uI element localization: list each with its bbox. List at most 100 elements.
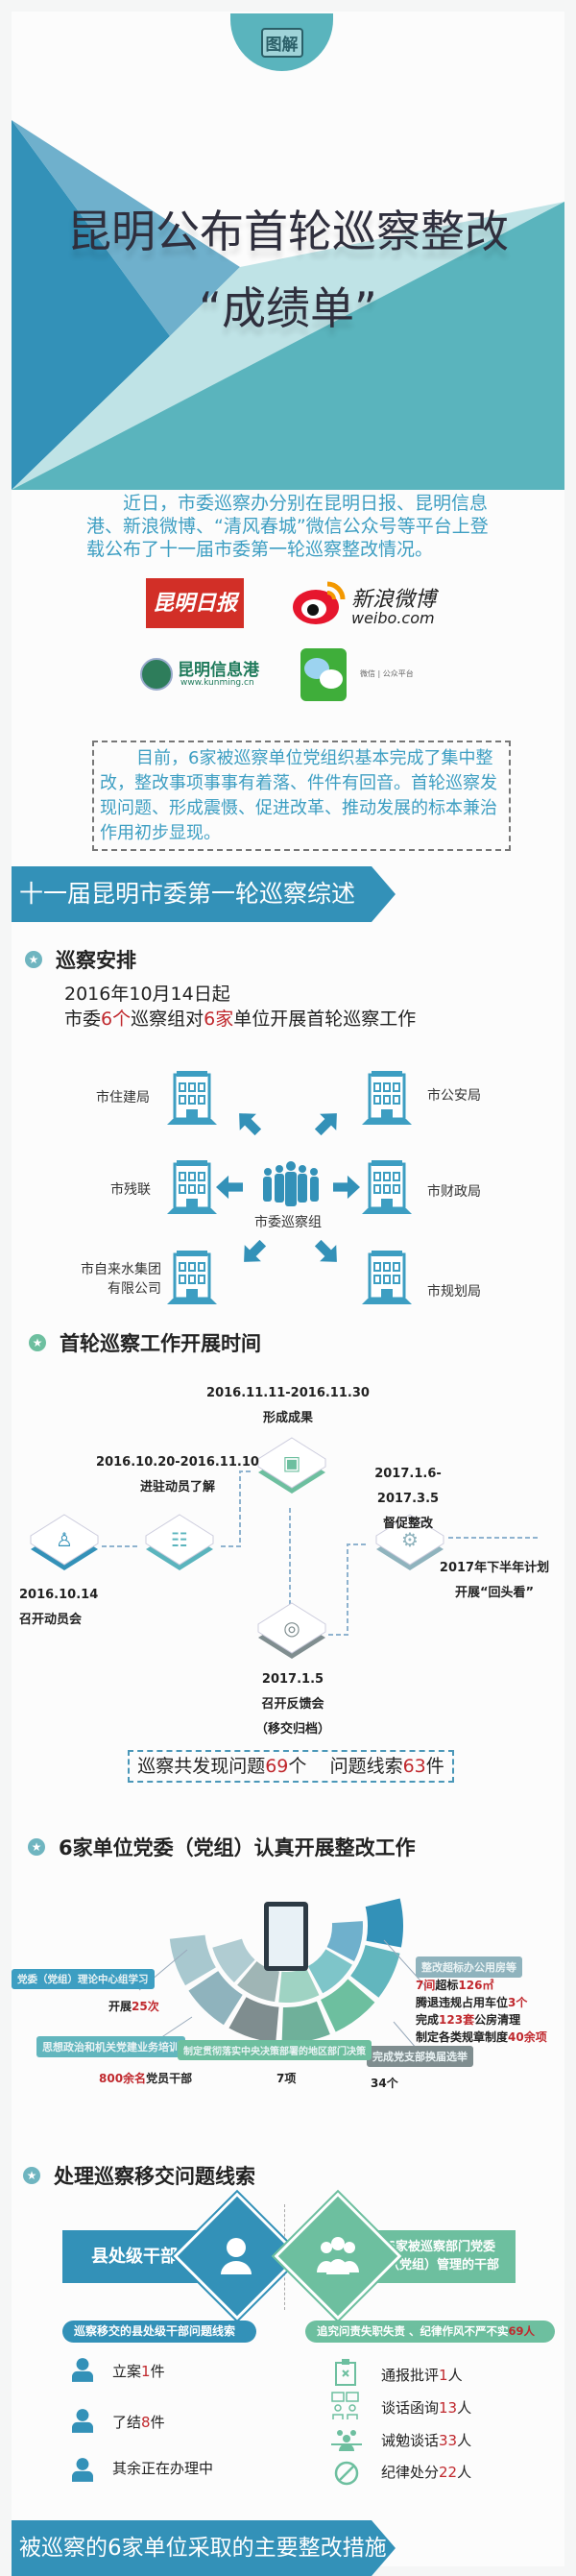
study-label: 党委（党组）理论中心组学习 [12, 1969, 155, 1989]
arrangement-line: 市委6个巡察组对6家单位开展首轮巡察工作 [64, 1009, 417, 1030]
fan-segment [228, 1997, 279, 2043]
section-banner-overview: 十一届昆明市委第一轮巡察综述 [12, 866, 396, 922]
housing-label: 整改超标办公用房等 [416, 1956, 522, 1978]
weibo-name: 新浪微博 [351, 588, 437, 612]
accountability-item: 诫勉谈话33人 [381, 2432, 472, 2449]
timeline-connectors [102, 1470, 538, 1636]
hero-graphic [12, 120, 564, 490]
decisions-count: 7项 [276, 2072, 297, 2085]
accountability-item: 通报批评1人 [381, 2367, 463, 2384]
kunming-daily-logo: 昆明日报 [146, 578, 244, 628]
fan-segment [169, 1934, 216, 1986]
inspection-team-label: 市委巡察组 [254, 1215, 322, 1230]
fan-segment [350, 1945, 400, 1998]
target-icon: ◎ [283, 1616, 300, 1640]
unit-label: 市财政局 [427, 1184, 481, 1200]
decisions-label: 制定贯彻落实中央决策部署的地区部门决策 [178, 2040, 372, 2060]
training-label: 思想政治和机关党建业务培训 [36, 2036, 185, 2057]
gear-icon: ⚙ [401, 1528, 419, 1551]
user-icon [72, 2408, 93, 2433]
clue-item: 立案1件 [112, 2363, 165, 2380]
heading-rectify: ★6家单位党委（党组）认真开展整改工作 [28, 1833, 416, 1861]
weibo-logo [291, 574, 348, 632]
checklist-tablet-icon [264, 1902, 308, 1971]
timeline-step-6: 2017年下半年计划开展“回头看” [439, 1561, 550, 1600]
timeline-node: ◎ [256, 1601, 327, 1672]
prohibit-icon [334, 2461, 359, 2486]
person-icon: ♙ [56, 1528, 73, 1551]
weibo-icon [293, 581, 346, 624]
training-count: 800余名党员干部 [99, 2072, 193, 2085]
building-icon [360, 1071, 414, 1129]
person-icon [221, 2238, 252, 2274]
building-icon [360, 1160, 414, 1218]
heading-timeline: ★首轮巡察工作开展时间 [29, 1328, 261, 1357]
intro-text: 近日，市委巡察办分别在昆明日报、昆明信息港、新浪微博、“清风春城”微信公众号等平… [86, 493, 489, 560]
unit-label: 市残联 [110, 1182, 151, 1198]
section-banner-measures: 被巡察的6家单位采取的主要整改措施 [12, 2520, 396, 2576]
housing-stats: 7间超标126㎡ 腾退违规占用车位3个 完成123套公房清理 制定各类规章制度4… [416, 1979, 547, 2044]
county-clues-pill: 巡察移交的县处级干部问题线索 [62, 2321, 256, 2343]
fan-segment [365, 1898, 403, 1948]
timeline-node: ⚙ [374, 1513, 445, 1584]
timeline-node: ♙ [29, 1513, 100, 1584]
heading-arrangement: ★巡察安排 [25, 945, 136, 974]
wechat-icon [300, 648, 347, 701]
accountability-pill: 追究问责失职失责 、纪律作风不严不实69人 [305, 2321, 555, 2343]
accountability-item: 纪律处分22人 [381, 2464, 472, 2481]
building-icon [165, 1071, 219, 1129]
talk-icon [331, 2392, 359, 2419]
study-count: 开展25次 [108, 2000, 159, 2013]
clue-item: 了结8件 [112, 2414, 165, 2431]
weibo-url: weibo.com [351, 609, 435, 627]
arrow-icon [216, 1174, 243, 1201]
fan-segment [278, 1967, 320, 2003]
computer-icon: ▣ [283, 1451, 301, 1474]
leader-line [383, 1939, 428, 1989]
kmxxg-name: 昆明信息港 [178, 661, 259, 680]
unit-label: 市住建局 [96, 1090, 150, 1106]
clue-item: 其余正在办理中 [112, 2460, 214, 2477]
user-icon [72, 2357, 93, 2382]
group-icon [317, 2237, 359, 2274]
user-icon [72, 2457, 93, 2482]
fan-segment [188, 1971, 243, 2026]
accountability-item: 谈话函询13人 [381, 2399, 472, 2417]
wechat-label: 微信 | 公众平台 [360, 669, 414, 678]
fan-segment [281, 2001, 330, 2043]
page-title: 昆明公布首轮巡察整改 [67, 206, 509, 257]
summary-box: 目前，6家被巡察单位党组织基本完成了集中整改，整改事项事事有着落、件件有回音。首… [92, 741, 511, 851]
star-icon: ★ [28, 1838, 45, 1856]
fan-segment [326, 1921, 363, 1961]
election-label: 完成党支部换届选举 [367, 2046, 473, 2067]
fan-segment [212, 1938, 255, 1982]
arrangement-date: 2016年10月14日起 [64, 984, 230, 1005]
building-icon [360, 1251, 414, 1308]
star-icon: ★ [25, 951, 42, 968]
timeline-node: ▣ [256, 1436, 327, 1507]
inspection-team-icon [263, 1161, 319, 1206]
fan-segment [307, 1949, 352, 1994]
kmxxg-url: www.kunming.cn [180, 678, 254, 688]
election-count: 34个 [371, 2077, 398, 2090]
heading-clues: ★处理巡察移交问题线索 [23, 2161, 255, 2190]
kmxxg-logo-icon [140, 658, 173, 691]
team-icon: ☷ [171, 1528, 188, 1551]
badge-label: 图解 [260, 27, 303, 58]
clipboard-icon [335, 2359, 356, 2386]
arrow-icon [333, 1174, 360, 1201]
unit-label: 市自来水集团有限公司 [81, 1262, 161, 1297]
unit-label: 市公安局 [427, 1088, 481, 1104]
building-icon [165, 1160, 219, 1218]
fan-segment [321, 1979, 375, 2032]
star-icon: ★ [29, 1334, 46, 1351]
meeting-icon [331, 2430, 362, 2451]
building-icon [165, 1251, 219, 1308]
findings-box: 巡察共发现问题69个 问题线索63件 [128, 1750, 454, 1783]
unit-label: 市规划局 [427, 1284, 481, 1300]
